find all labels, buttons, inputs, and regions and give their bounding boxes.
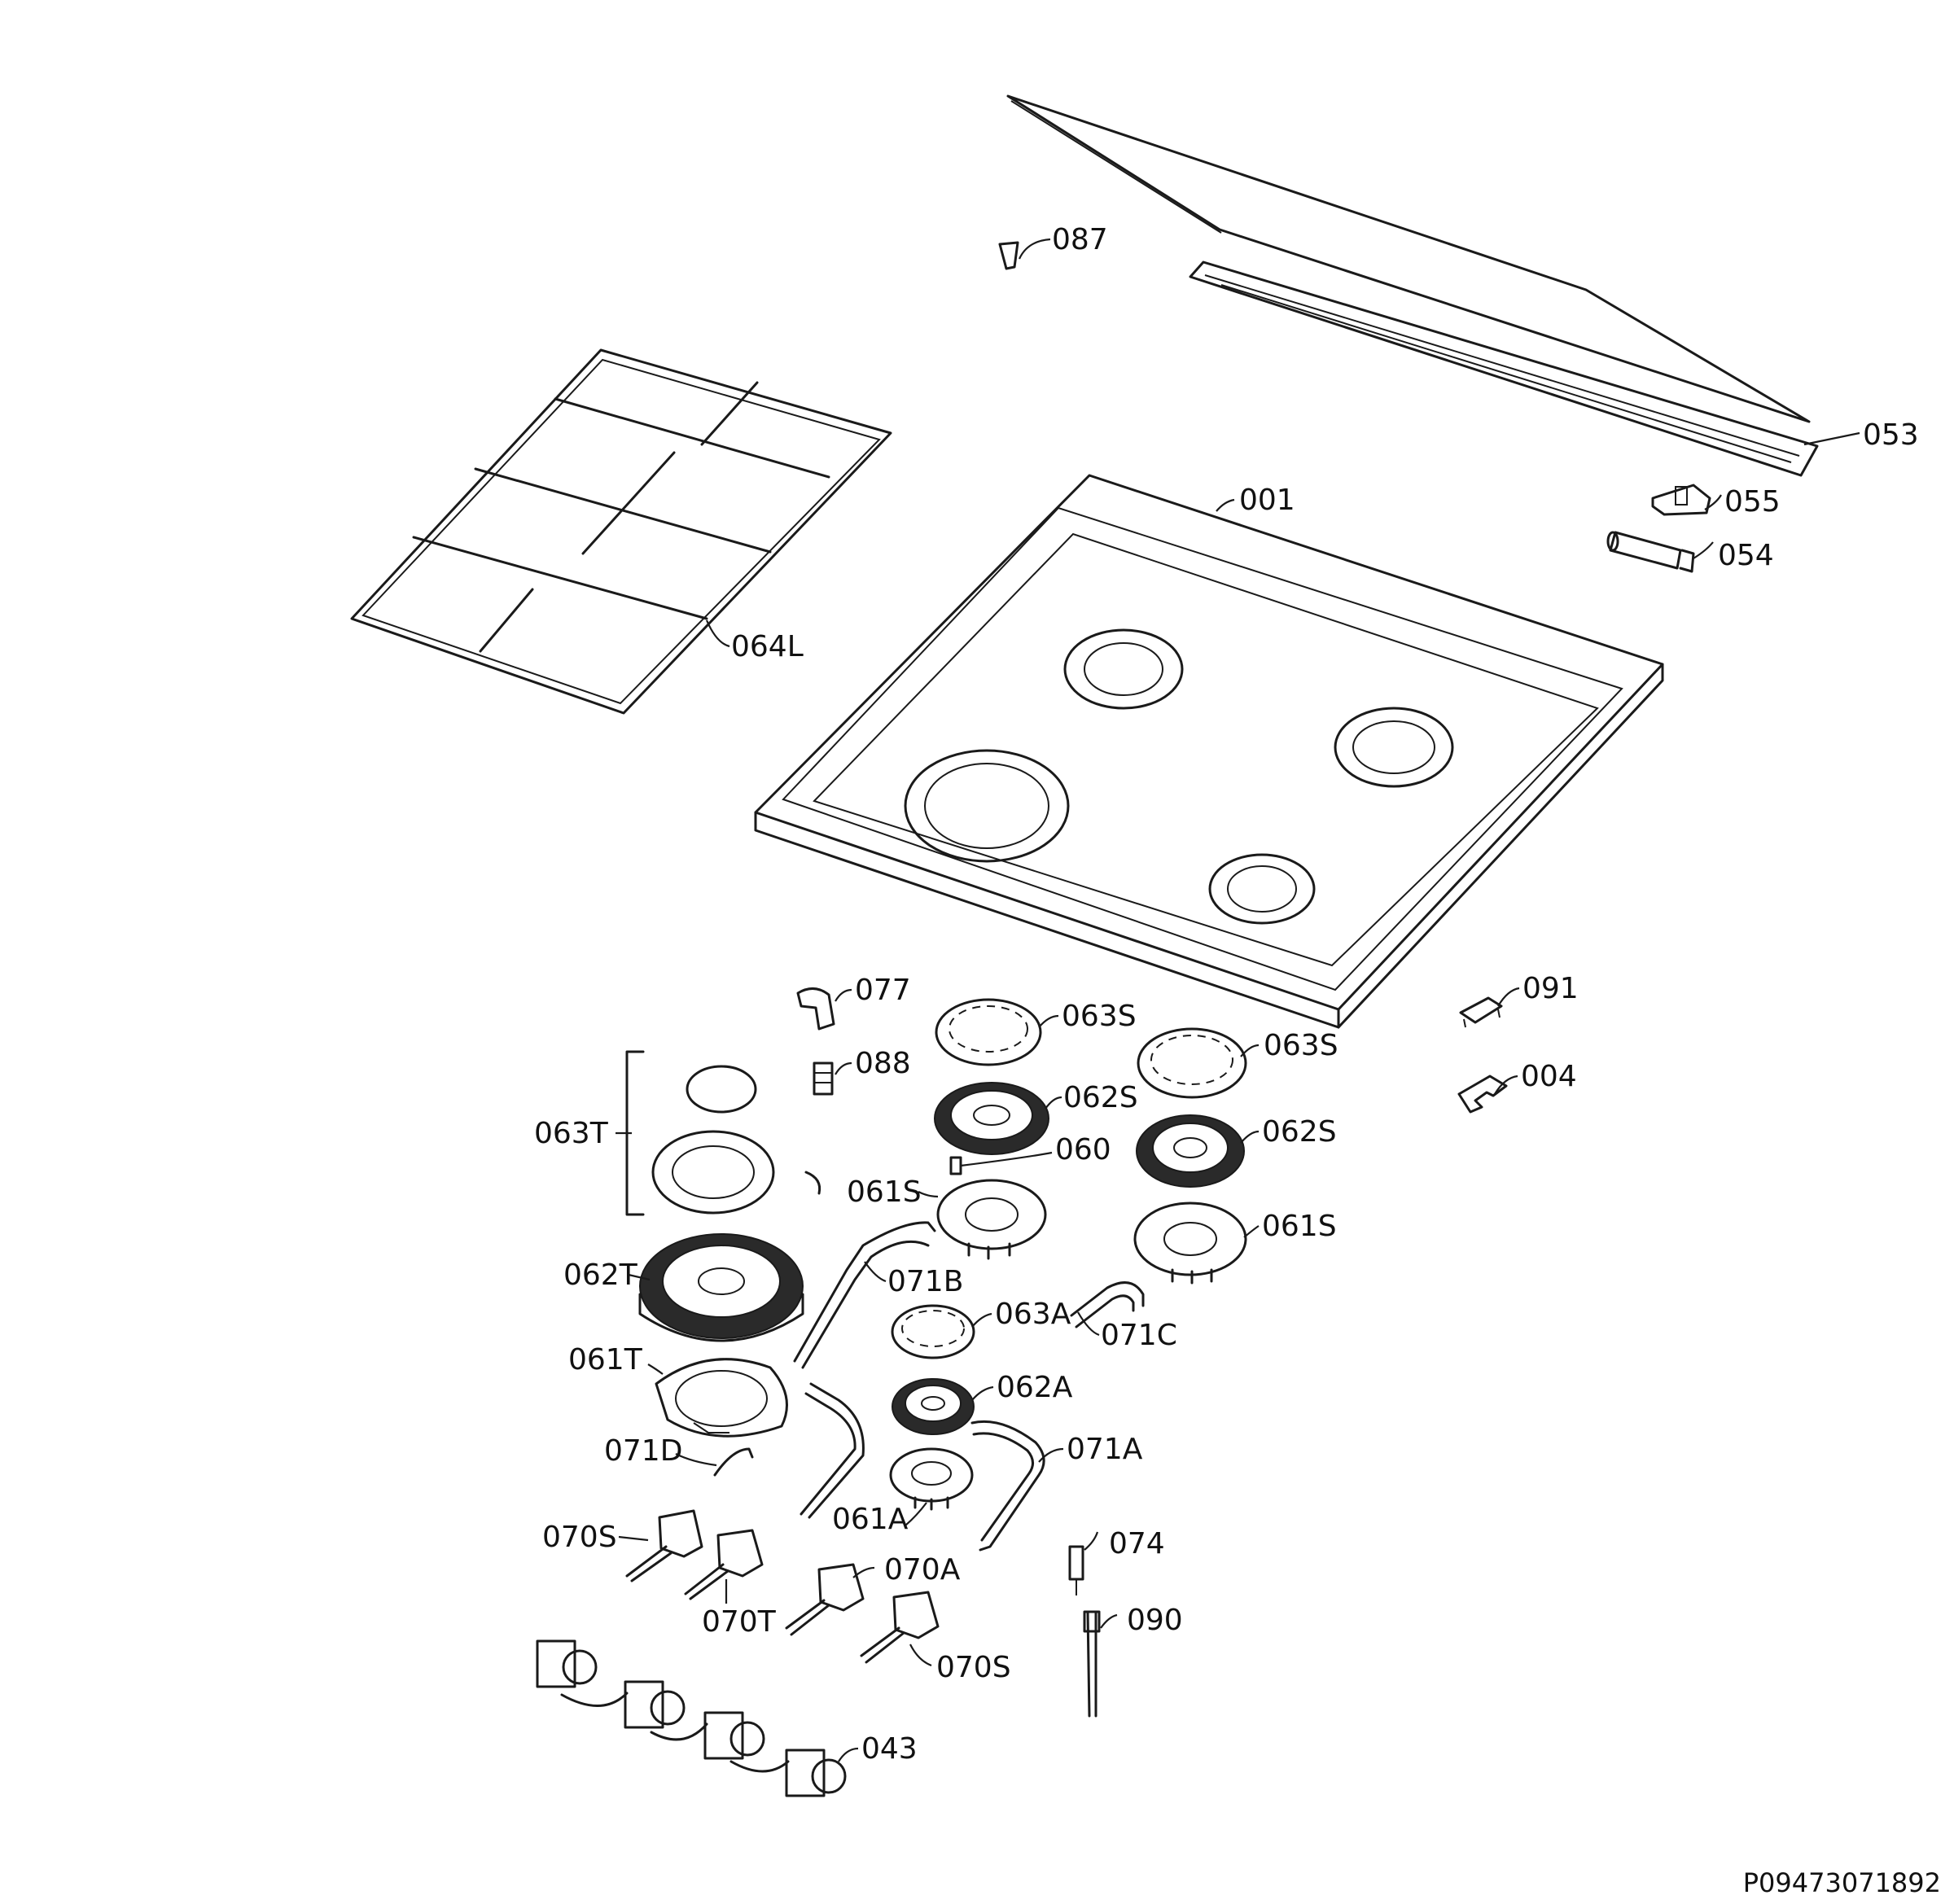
part-070A-valve bbox=[785, 1563, 865, 1636]
part-070S-valve-left bbox=[625, 1509, 703, 1582]
label-062S-right: 062S bbox=[1262, 1115, 1337, 1149]
label-062T: 062T bbox=[563, 1258, 638, 1292]
part-004-bracket bbox=[1457, 1075, 1508, 1114]
part-001-hob-top bbox=[754, 474, 1664, 1029]
part-061A-body bbox=[889, 1447, 974, 1511]
part-090-spark-plug bbox=[1083, 1610, 1101, 1718]
part-088-screw bbox=[813, 1061, 834, 1096]
part-071D-pipe bbox=[713, 1447, 754, 1477]
part-061S-body-left bbox=[936, 1179, 1047, 1260]
label-077: 077 bbox=[855, 974, 911, 1007]
label-087: 087 bbox=[1052, 223, 1108, 256]
label-064L: 064L bbox=[731, 630, 804, 663]
label-071B: 071B bbox=[887, 1265, 963, 1298]
part-055-hinge bbox=[1651, 484, 1711, 516]
part-062A-crown bbox=[892, 1378, 975, 1435]
part-064L-pan-support bbox=[350, 348, 892, 715]
part-074-thermocouple bbox=[1068, 1545, 1084, 1595]
part-063S-cap-right bbox=[1137, 1027, 1247, 1099]
part-077-elbow bbox=[796, 987, 835, 1031]
part-labels: 053 087 001 055 054 064L 077 063S 063S 0… bbox=[534, 223, 1919, 1766]
part-063S-cap-left bbox=[935, 998, 1042, 1066]
label-074: 074 bbox=[1109, 1527, 1165, 1560]
part-087-plug bbox=[998, 241, 1019, 270]
leader-lines bbox=[616, 238, 1860, 1762]
part-071C-pipe bbox=[1070, 1281, 1145, 1328]
part-061S-body-right bbox=[1133, 1201, 1247, 1285]
label-070T: 070T bbox=[702, 1605, 777, 1639]
label-061S-right: 061S bbox=[1262, 1210, 1337, 1243]
label-088: 088 bbox=[855, 1047, 911, 1080]
label-061S-left: 061S bbox=[847, 1175, 922, 1209]
label-054: 054 bbox=[1718, 539, 1774, 572]
label-091: 091 bbox=[1522, 972, 1579, 1005]
part-070T-valve bbox=[684, 1529, 764, 1600]
part-091-clip bbox=[1459, 996, 1503, 1028]
label-062A: 062A bbox=[997, 1371, 1073, 1404]
label-070S-right: 070S bbox=[936, 1651, 1011, 1684]
label-001: 001 bbox=[1239, 484, 1295, 517]
part-063A-cap bbox=[891, 1304, 975, 1359]
part-062S-crown-left bbox=[934, 1082, 1049, 1155]
label-060: 060 bbox=[1055, 1133, 1111, 1166]
label-055: 055 bbox=[1724, 485, 1781, 519]
label-071D: 071D bbox=[604, 1434, 682, 1468]
part-043-ignition-harness bbox=[536, 1639, 847, 1797]
label-071A: 071A bbox=[1067, 1433, 1143, 1466]
part-070S-valve-right bbox=[860, 1591, 940, 1664]
drawing-code: P09473071892 bbox=[1743, 1867, 1941, 1898]
part-pipe-long bbox=[800, 1382, 865, 1519]
part-062S-crown-right bbox=[1136, 1114, 1245, 1188]
label-043: 043 bbox=[861, 1732, 918, 1766]
part-063T-cap-set bbox=[625, 1050, 821, 1216]
label-090: 090 bbox=[1127, 1604, 1183, 1637]
label-004: 004 bbox=[1521, 1060, 1577, 1093]
part-062T-crown bbox=[638, 1233, 804, 1342]
label-062S-left: 062S bbox=[1063, 1081, 1138, 1114]
part-glass-lid bbox=[1006, 94, 1811, 423]
part-060-injector bbox=[949, 1156, 962, 1175]
label-061A: 061A bbox=[832, 1503, 909, 1536]
label-063A: 063A bbox=[995, 1298, 1071, 1331]
part-054-cylinder bbox=[1606, 531, 1695, 573]
label-063T: 063T bbox=[534, 1117, 609, 1150]
label-053: 053 bbox=[1863, 418, 1919, 452]
label-061T: 061T bbox=[568, 1343, 643, 1377]
label-063S-left: 063S bbox=[1062, 1000, 1137, 1033]
part-lid-rail bbox=[1189, 260, 1819, 477]
label-070A: 070A bbox=[884, 1553, 961, 1587]
label-070S-left: 070S bbox=[542, 1521, 617, 1554]
part-071B-pipe bbox=[793, 1221, 936, 1369]
part-061T-body bbox=[655, 1358, 788, 1438]
label-071C: 071C bbox=[1101, 1319, 1177, 1352]
label-063S-right: 063S bbox=[1264, 1029, 1338, 1062]
part-071A-pipe bbox=[970, 1420, 1045, 1552]
